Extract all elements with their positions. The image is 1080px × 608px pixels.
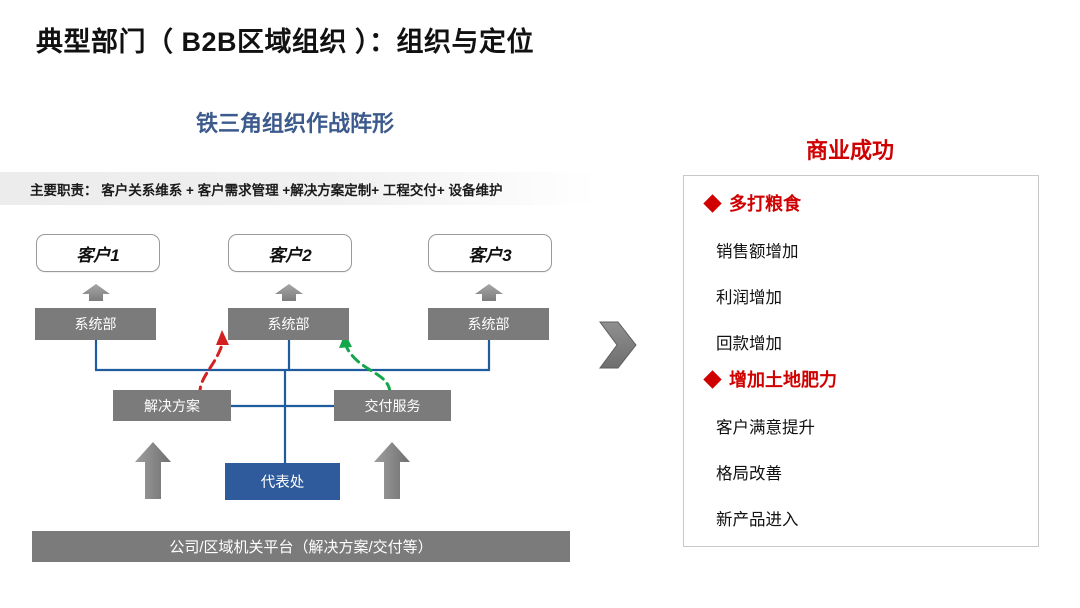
system-dept-box-1[interactable]: 系统部 <box>35 308 156 340</box>
system-dept-box-2[interactable]: 系统部 <box>228 308 349 340</box>
up-arrow-icon-1 <box>82 284 110 301</box>
customer-box-3[interactable]: 客户3 <box>428 234 552 272</box>
up-arrow-icon-3 <box>475 284 503 301</box>
outcome-group-heading-text-0: 多打粮食 <box>729 194 801 214</box>
page-title: 典型部门（ B2B区域组织 ）：组织与定位 <box>36 27 535 57</box>
outcome-group-heading-1: 增加土地肥力 <box>703 366 1038 392</box>
connector-lines <box>94 330 491 464</box>
up-arrow-icon-2 <box>275 284 303 301</box>
outcome-group-heading-text-1: 增加土地肥力 <box>729 370 837 390</box>
outcome-group-0: 多打粮食 销售额增加 利润增加 回款增加 <box>684 190 1038 354</box>
outcome-panel: 多打粮食 销售额增加 利润增加 回款增加 增加土地肥力 客户满意提升 格局改善 … <box>683 175 1039 547</box>
customer-box-2[interactable]: 客户2 <box>228 234 352 272</box>
platform-bar[interactable]: 公司/区域机关平台（解决方案/交付等） <box>32 531 570 562</box>
outcome-group-1: 增加土地肥力 客户满意提升 格局改善 新产品进入 <box>684 366 1038 530</box>
outcome-group-heading-0: 多打粮食 <box>703 190 1038 216</box>
outcome-item: 回款增加 <box>716 335 782 353</box>
office-box[interactable]: 代表处 <box>225 463 340 500</box>
big-up-arrow-icon-right <box>374 442 410 499</box>
outcome-item: 新产品进入 <box>716 511 799 529</box>
outcome-item: 客户满意提升 <box>716 419 815 437</box>
delivery-service-box[interactable]: 交付服务 <box>334 390 451 421</box>
solution-box[interactable]: 解决方案 <box>113 390 231 421</box>
system-dept-box-3[interactable]: 系统部 <box>428 308 549 340</box>
diamond-bullet-icon <box>703 369 722 389</box>
responsibilities-bar: 主要职责： 客户关系维系 + 客户需求管理 +解决方案定制+ 工程交付+ 设备维… <box>0 172 597 205</box>
customer-box-1[interactable]: 客户1 <box>36 234 160 272</box>
outcome-item: 销售额增加 <box>716 243 799 261</box>
diamond-bullet-icon <box>703 193 722 213</box>
right-chevron-arrow-icon <box>599 321 637 369</box>
big-up-arrow-icon-left <box>135 442 171 499</box>
outcome-item: 利润增加 <box>716 289 782 307</box>
responsibilities-text: 主要职责： 客户关系维系 + 客户需求管理 +解决方案定制+ 工程交付+ 设备维… <box>30 182 503 198</box>
diagram-subtitle: 铁三角组织作战阵形 <box>196 111 395 136</box>
outcome-title: 商业成功 <box>806 138 895 163</box>
outcome-item: 格局改善 <box>716 465 782 483</box>
